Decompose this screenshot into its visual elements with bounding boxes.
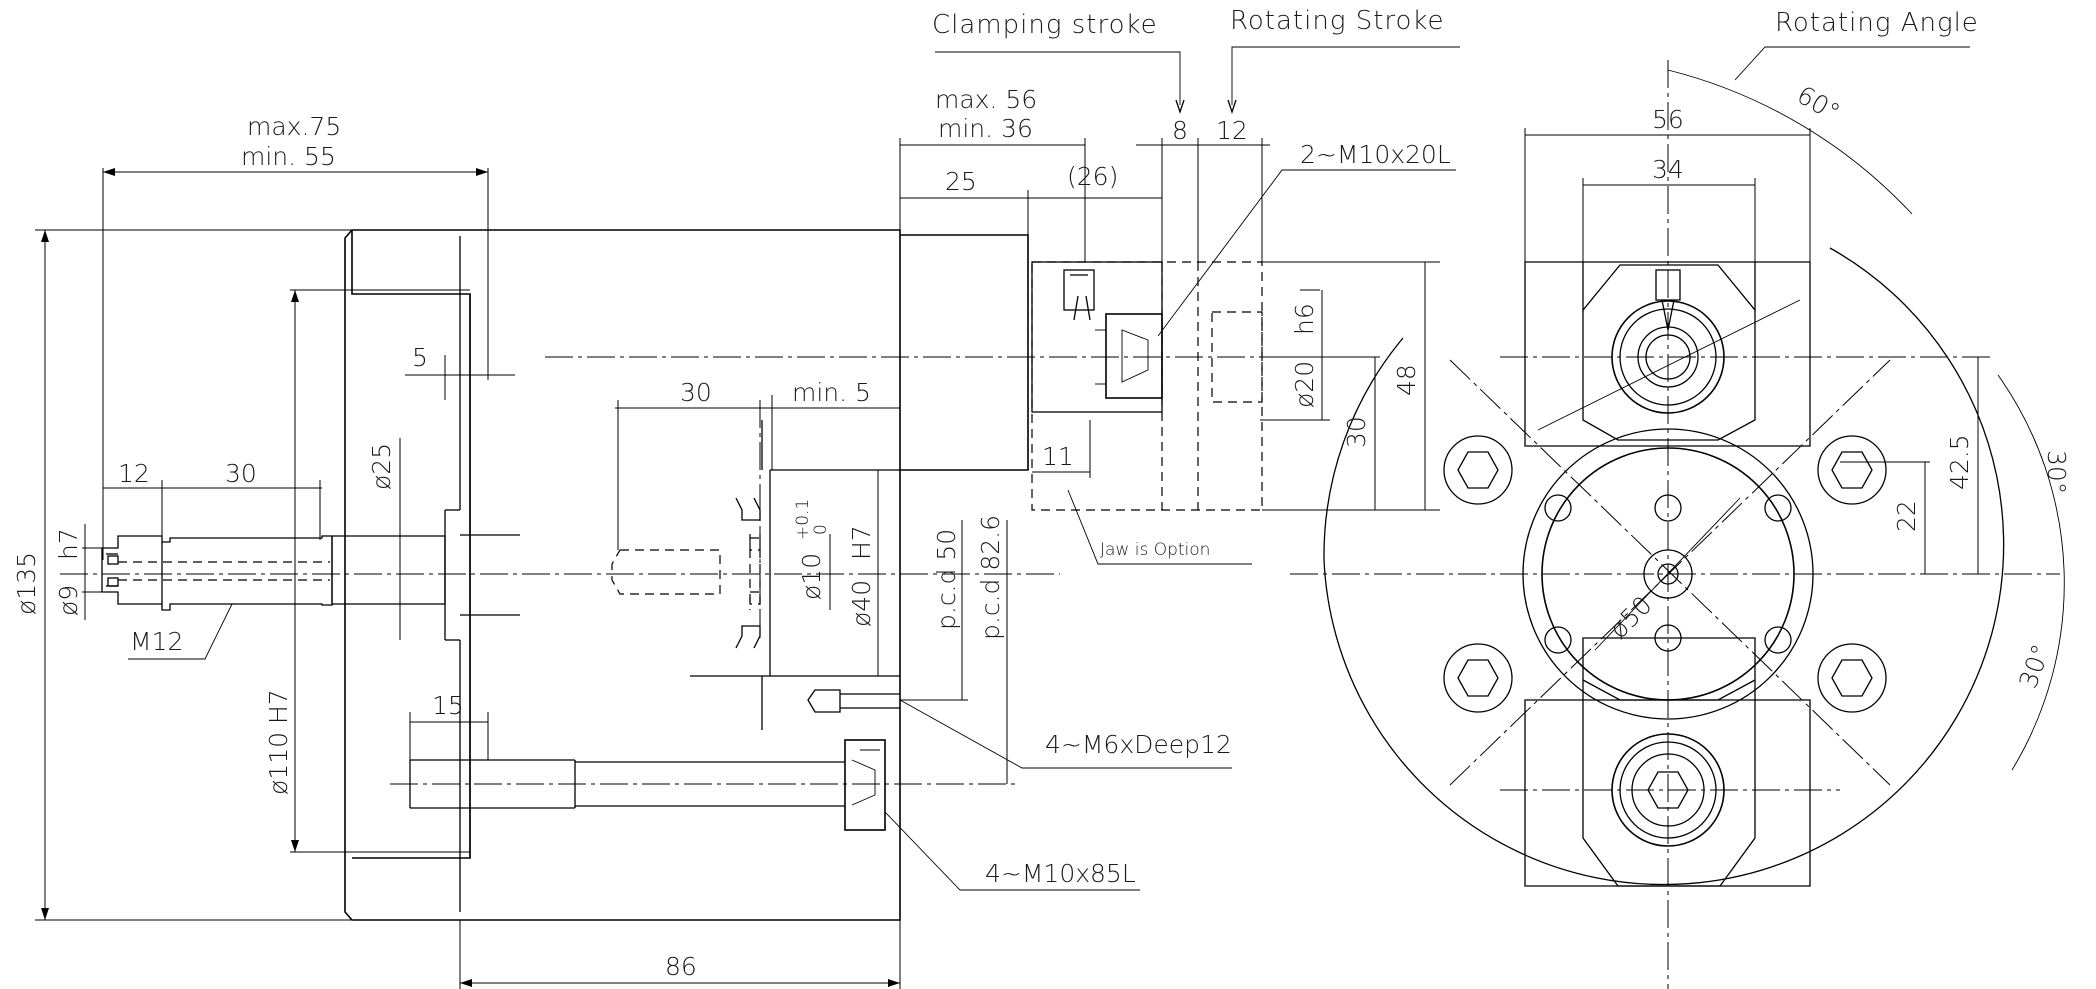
dim-42-5: 42.5 [1945,434,1974,490]
outer-circle-arc [1323,247,2005,886]
jaw-option [1031,261,1263,511]
screw-m6 [807,689,900,713]
m10x85l-label: 4~M10x85L [985,859,1136,888]
dim-phi10: ø10 [797,553,826,600]
jaw-option-label: Jaw is Option [1100,540,1210,560]
labels: Clamping stroke Rotating Stroke Rotating… [12,6,2071,981]
dim-max75: max.75 [247,112,341,141]
dim-h6: h6 [1290,303,1319,335]
bolt-m10x85 [409,739,886,831]
dim-8: 8 [1172,116,1188,145]
rotating-stroke-label: Rotating Stroke [1230,6,1445,36]
dim-11: 11 [1042,442,1074,471]
dim-48: 48 [1392,364,1421,396]
dim-12-top: 12 [1216,116,1248,145]
m12-label: M12 [130,627,183,656]
dim-phi110: ø110 H7 [264,689,293,795]
dim-phi20: ø20 [1290,361,1319,408]
dim-12: 12 [118,459,150,488]
dim-26: (26) [1067,162,1118,191]
dim-30-jaw: 30 [1342,416,1371,448]
m10x20l-label: 2~M10x20L [1300,140,1451,169]
dim-30-shaft: 30 [225,459,257,488]
side-view [344,229,1029,921]
dim-phi25: ø25 [367,443,396,490]
m6-label: 4~M6xDeep12 [1045,730,1232,759]
pcd-82-6-label: p.c.d 82.6 [976,515,1005,640]
dim-30-upper: 30 [680,378,712,407]
dim-H7: H7 [847,525,876,560]
front-view [1290,46,2065,989]
dim-34: 34 [1652,155,1684,184]
dim-phi135: ø135 [12,552,41,615]
rotating-angle-label: Rotating Angle [1775,8,1979,38]
dim-min55: min. 55 [241,142,336,171]
side-dimensions [35,46,1460,989]
dim-max56: max. 56 [935,85,1037,114]
piston-shaft [101,497,761,649]
clamping-stroke-label: Clamping stroke [932,10,1158,40]
dim-min5: min. 5 [792,378,871,407]
dim-25: 25 [945,167,977,196]
tol-zero: 0 [811,524,831,535]
rear-flange [351,230,471,859]
dim-56: 56 [1652,105,1684,134]
dim-5: 5 [412,343,428,372]
dim-phi50: ø50 [1604,590,1658,644]
tol-plus: +0.1 [793,499,813,540]
front-boss [900,234,1029,471]
pcd-50-label: p.c.d 50 [932,529,961,630]
angle-30-upper: 30° [2042,450,2071,494]
angle-60: 60° [1792,80,1845,127]
dim-15: 15 [432,691,464,720]
dim-phi9: ø9 [54,585,83,616]
dim-h7: h7 [54,528,83,560]
dim-min36: min. 36 [938,114,1033,143]
dim-phi40: ø40 [847,580,876,627]
dim-86: 86 [665,952,697,981]
dim-22: 22 [1892,500,1921,532]
